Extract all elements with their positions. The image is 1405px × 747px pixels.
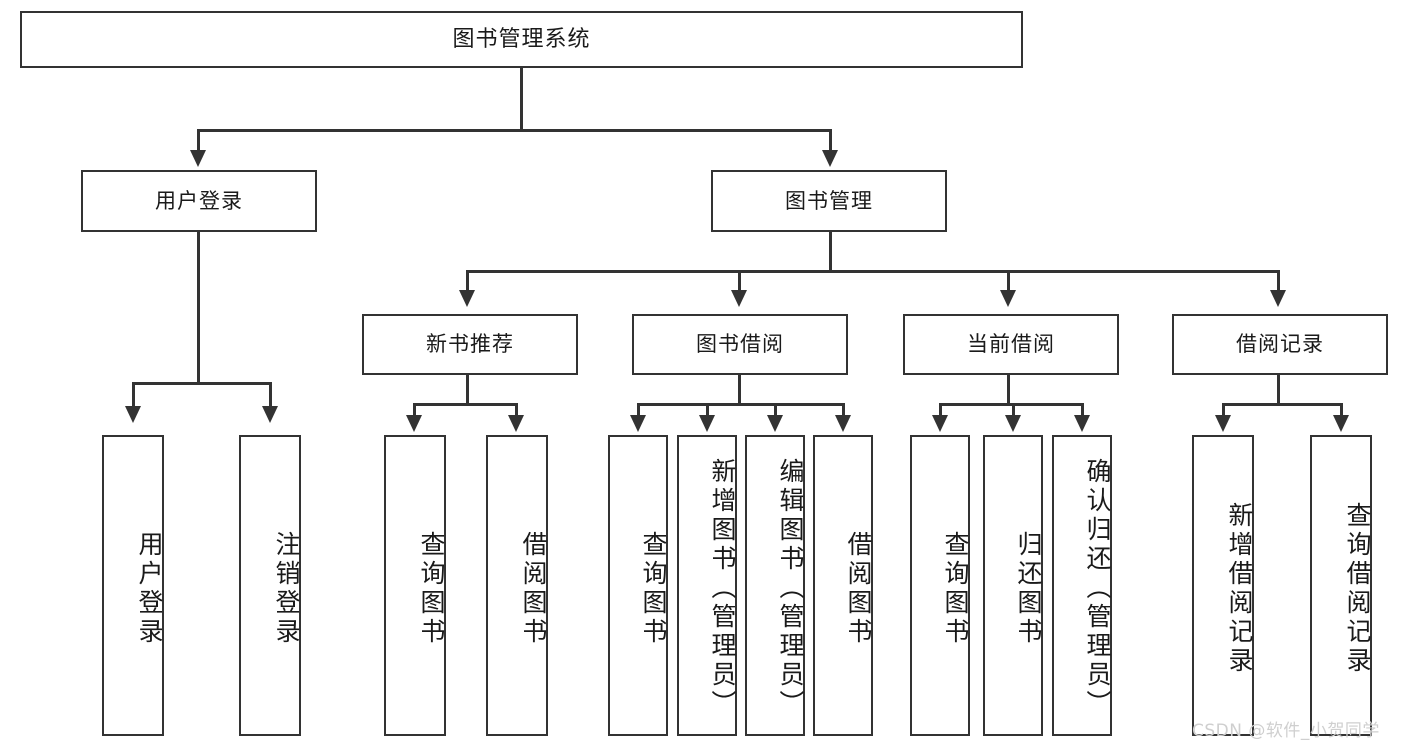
- leaf-borrow-record-query-record[interactable]: 查询借阅记录: [1310, 435, 1372, 736]
- node-book-management-system[interactable]: 图书管理系统: [20, 11, 1023, 68]
- csdn-watermark: CSDN @软件_小贺同学: [1192, 721, 1380, 741]
- node-label: 注销登录: [272, 530, 301, 647]
- connector-user-login-bus: [132, 382, 269, 385]
- arrow-root-to-user-login: [190, 150, 206, 167]
- node-label: 编辑图书（管理员）: [776, 458, 805, 719]
- arrow-cb-to-leaf-2: [1005, 415, 1021, 432]
- node-label: 用户登录: [135, 530, 164, 647]
- node-label: 查询图书: [417, 530, 446, 647]
- connector-root-bus: [197, 129, 832, 132]
- connector-bm-to-new-book: [466, 270, 469, 294]
- connector-nb-to-leaf-2: [515, 403, 518, 419]
- leaf-book-borrow-add-book-admin[interactable]: 新增图书（管理员）: [677, 435, 737, 736]
- leaf-current-borrow-query-book[interactable]: 查询图书: [910, 435, 970, 736]
- node-book-borrow[interactable]: 图书借阅: [632, 314, 848, 375]
- connector-root-stem: [520, 68, 523, 131]
- arrow-bb-to-leaf-4: [835, 415, 851, 432]
- arrow-cb-to-leaf-3: [1074, 415, 1090, 432]
- connector-new-book-bus: [413, 403, 518, 406]
- node-label: 图书管理系统: [452, 26, 591, 52]
- arrow-bm-to-borrow-record: [1270, 290, 1286, 307]
- connector-bm-to-book-borrow: [738, 270, 741, 294]
- arrow-bb-to-leaf-3: [767, 415, 783, 432]
- connector-borrow-record-bus: [1222, 403, 1340, 406]
- node-label: 新增借阅记录: [1225, 501, 1254, 676]
- node-label: 借阅记录: [1236, 332, 1324, 357]
- node-label: 查询图书: [941, 530, 970, 647]
- leaf-borrow-record-add-record[interactable]: 新增借阅记录: [1192, 435, 1254, 736]
- connector-root-to-book-management: [829, 129, 832, 154]
- leaf-book-borrow-borrow-book[interactable]: 借阅图书: [813, 435, 873, 736]
- node-label: 当前借阅: [967, 332, 1055, 357]
- node-user-login[interactable]: 用户登录: [81, 170, 317, 232]
- connector-borrow-record-stem: [1277, 375, 1280, 405]
- arrow-user-login-to-leaf-2: [262, 406, 278, 423]
- connector-user-login-to-leaf-2: [269, 382, 272, 410]
- connector-bb-to-leaf-1: [637, 403, 640, 419]
- node-label: 图书管理: [785, 188, 873, 213]
- connector-bb-to-leaf-4: [842, 403, 845, 419]
- node-label: 图书借阅: [696, 332, 784, 357]
- connector-user-login-to-leaf-1: [132, 382, 135, 410]
- leaf-user-login-signout[interactable]: 注销登录: [239, 435, 301, 736]
- connector-book-borrow-stem: [738, 375, 741, 405]
- connector-book-management-bus: [466, 270, 1279, 273]
- arrow-user-login-to-leaf-1: [125, 406, 141, 423]
- arrow-bm-to-book-borrow: [731, 290, 747, 307]
- leaf-new-book-query-book[interactable]: 查询图书: [384, 435, 446, 736]
- node-label: 用户登录: [155, 188, 243, 213]
- node-new-book-recommend[interactable]: 新书推荐: [362, 314, 578, 375]
- arrow-bm-to-new-book: [459, 290, 475, 307]
- connector-bm-to-borrow-record: [1277, 270, 1280, 294]
- connector-cb-to-leaf-2: [1012, 403, 1015, 419]
- leaf-book-borrow-edit-book-admin[interactable]: 编辑图书（管理员）: [745, 435, 805, 736]
- node-current-borrow[interactable]: 当前借阅: [903, 314, 1119, 375]
- arrow-bb-to-leaf-1: [630, 415, 646, 432]
- node-label: 确认归还（管理员）: [1083, 458, 1112, 719]
- leaf-user-login-signin[interactable]: 用户登录: [102, 435, 164, 736]
- connector-br-to-leaf-2: [1340, 403, 1343, 419]
- node-label: 借阅图书: [844, 530, 873, 647]
- connector-root-to-user-login: [197, 129, 200, 154]
- leaf-current-borrow-confirm-return-admin[interactable]: 确认归还（管理员）: [1052, 435, 1112, 736]
- leaf-book-borrow-query-book[interactable]: 查询图书: [608, 435, 668, 736]
- arrow-nb-to-leaf-2: [508, 415, 524, 432]
- connector-cb-to-leaf-3: [1081, 403, 1084, 419]
- connector-current-borrow-bus: [939, 403, 1081, 406]
- node-book-management[interactable]: 图书管理: [711, 170, 947, 232]
- arrow-bb-to-leaf-2: [699, 415, 715, 432]
- connector-bb-to-leaf-2: [706, 403, 709, 419]
- node-label: 查询借阅记录: [1343, 501, 1372, 676]
- arrow-cb-to-leaf-1: [932, 415, 948, 432]
- arrow-root-to-book-management: [822, 150, 838, 167]
- connector-cb-to-leaf-1: [939, 403, 942, 419]
- node-label: 查询图书: [639, 530, 668, 647]
- connector-book-borrow-bus: [637, 403, 843, 406]
- node-label: 借阅图书: [519, 530, 548, 647]
- connector-new-book-stem: [466, 375, 469, 405]
- connector-user-login-stem: [197, 232, 200, 384]
- connector-bm-to-current-borrow: [1007, 270, 1010, 294]
- connector-nb-to-leaf-1: [413, 403, 416, 419]
- node-borrow-record[interactable]: 借阅记录: [1172, 314, 1388, 375]
- arrow-br-to-leaf-1: [1215, 415, 1231, 432]
- arrow-br-to-leaf-2: [1333, 415, 1349, 432]
- connector-current-borrow-stem: [1007, 375, 1010, 405]
- node-label: 新增图书（管理员）: [708, 458, 737, 719]
- arrow-nb-to-leaf-1: [406, 415, 422, 432]
- connector-bb-to-leaf-3: [774, 403, 777, 419]
- node-label: 新书推荐: [426, 332, 514, 357]
- leaf-current-borrow-return-book[interactable]: 归还图书: [983, 435, 1043, 736]
- arrow-bm-to-current-borrow: [1000, 290, 1016, 307]
- connector-br-to-leaf-1: [1222, 403, 1225, 419]
- leaf-new-book-borrow-book[interactable]: 借阅图书: [486, 435, 548, 736]
- node-label: 归还图书: [1014, 530, 1043, 647]
- connector-book-management-stem: [829, 232, 832, 272]
